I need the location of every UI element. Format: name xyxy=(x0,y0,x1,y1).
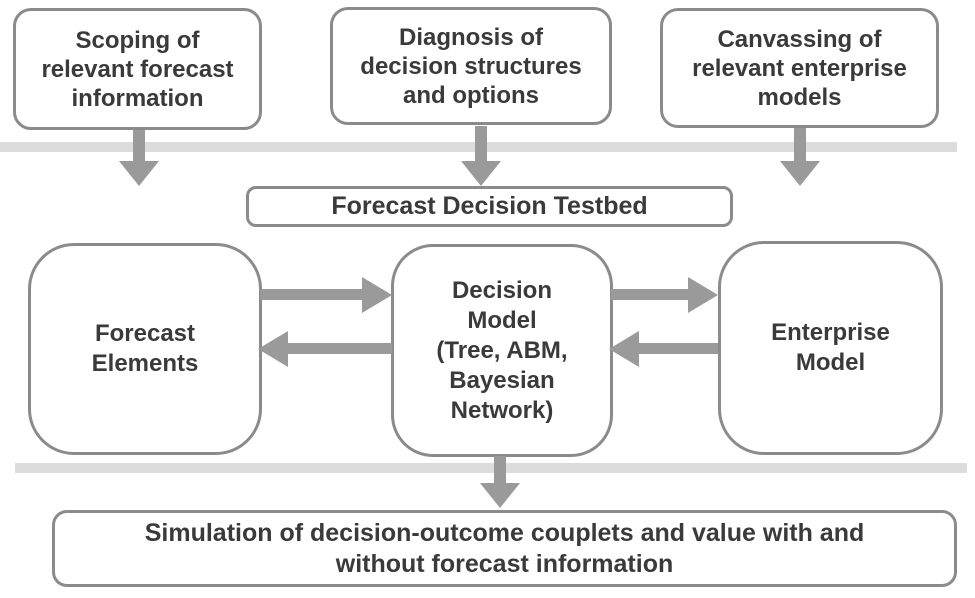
node-testbed-label: Forecast Decision Testbed xyxy=(331,192,648,220)
arrow-head-left xyxy=(258,331,288,367)
arrow-shaft xyxy=(286,343,392,354)
arrow-shaft xyxy=(611,289,690,300)
arrow-shaft xyxy=(260,289,364,300)
arrow-head-down xyxy=(461,161,501,186)
arrow-head-down xyxy=(480,483,520,508)
arrow-head-down xyxy=(119,161,159,186)
arrow-head-down xyxy=(780,161,820,186)
arrow-shaft xyxy=(794,128,806,162)
node-diagnosis-label: Diagnosis of decision structures and opt… xyxy=(360,23,582,109)
node-decision-model: Decision Model (Tree, ABM, Bayesian Netw… xyxy=(391,244,613,457)
down-arrow-diagnosis xyxy=(461,126,501,186)
right-arrow-forecast-to-decision xyxy=(260,277,392,313)
down-arrow-canvassing xyxy=(780,128,820,186)
arrow-head-left xyxy=(609,331,639,367)
arrow-shaft xyxy=(494,456,506,484)
node-enterprise-model: Enterprise Model xyxy=(718,241,943,455)
right-arrow-decision-to-enterprise xyxy=(611,277,718,313)
node-forecast-elements: Forecast Elements xyxy=(28,243,262,455)
left-arrow-enterprise-to-decision xyxy=(609,331,718,367)
node-canvassing-label: Canvassing of relevant enterprise models xyxy=(692,25,907,111)
node-scoping-label: Scoping of relevant forecast information xyxy=(41,26,234,112)
divider-band-bottom xyxy=(15,463,967,473)
node-enterprise-model-label: Enterprise Model xyxy=(771,319,890,376)
arrow-shaft xyxy=(133,130,145,162)
down-arrow-decision-to-simulation xyxy=(480,456,520,508)
node-testbed: Forecast Decision Testbed xyxy=(246,186,733,227)
node-diagnosis: Diagnosis of decision structures and opt… xyxy=(330,7,612,125)
arrow-shaft xyxy=(475,126,487,162)
left-arrow-decision-to-forecast xyxy=(258,331,392,367)
arrow-shaft xyxy=(637,343,718,354)
arrow-head-right xyxy=(362,277,392,313)
node-canvassing: Canvassing of relevant enterprise models xyxy=(660,8,939,128)
node-forecast-elements-label: Forecast Elements xyxy=(91,320,199,377)
node-simulation-label: Simulation of decision-outcome couplets … xyxy=(144,518,865,578)
down-arrow-scoping xyxy=(119,130,159,186)
node-scoping: Scoping of relevant forecast information xyxy=(13,8,262,130)
node-decision-model-label: Decision Model (Tree, ABM, Bayesian Netw… xyxy=(436,276,568,424)
arrow-head-right xyxy=(688,277,718,313)
node-simulation: Simulation of decision-outcome couplets … xyxy=(52,510,957,587)
